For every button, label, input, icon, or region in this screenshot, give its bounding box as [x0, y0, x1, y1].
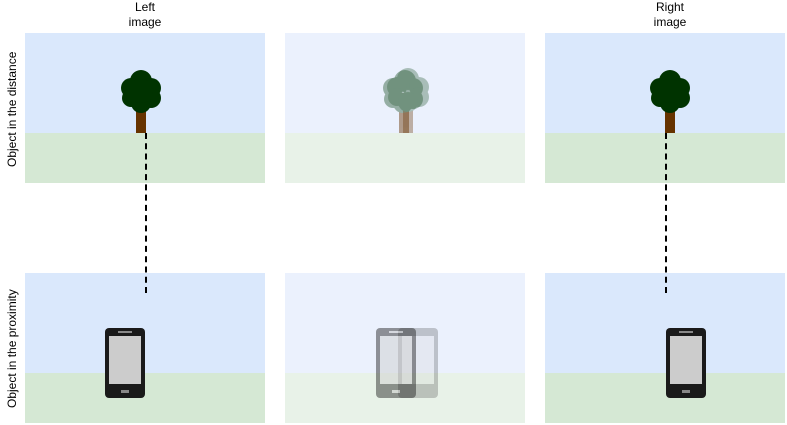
- proximity-right-panel: [545, 273, 785, 423]
- right-image-label: Right image: [653, 0, 687, 29]
- proximity-left-panel: [25, 273, 265, 423]
- tree-icon: [121, 70, 161, 133]
- tree-overlap-icon: [383, 68, 429, 133]
- proximity-row-label: Object in the proximity: [5, 289, 19, 408]
- phone-overlap-icon: [376, 328, 438, 398]
- ground: [545, 373, 785, 423]
- left-image-label: Left image: [128, 0, 162, 29]
- phone-icon: [105, 328, 145, 398]
- left-alignment-dashed-line: [145, 133, 147, 293]
- distance-row-label: Object in the distance: [5, 51, 19, 167]
- proximity-combined-panel: [285, 273, 525, 423]
- phone-icon: [666, 328, 706, 398]
- tree-icon: [650, 70, 690, 133]
- sky: [285, 33, 525, 133]
- distance-combined-panel: [285, 33, 525, 183]
- right-alignment-dashed-line: [665, 133, 667, 293]
- sky: [285, 273, 525, 373]
- ground: [285, 373, 525, 423]
- ground: [285, 133, 525, 183]
